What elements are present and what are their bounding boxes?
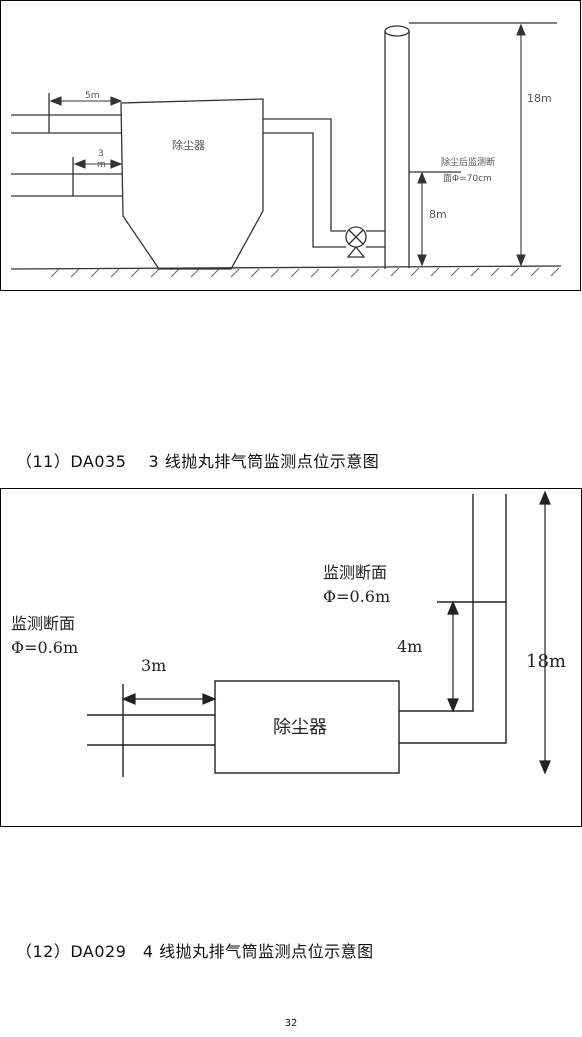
dust-collector-body: [120, 98, 264, 270]
inlet-dim-label: 3m: [141, 656, 166, 675]
outlet-duct-outer: [263, 118, 346, 232]
ground-line: [10, 265, 562, 270]
dust-collector-label: 除尘器: [273, 717, 327, 738]
lower-inlet-dim-num: 3: [98, 149, 104, 159]
diagram-da029-monitoring: 除尘器 监测断面 Φ=0.6m 监测断面 Φ=0.6m 3m 4m 18m: [0, 488, 582, 827]
section-label-line1: 除尘后监测断: [441, 156, 495, 168]
inlet-section-diameter: Φ=0.6m: [11, 638, 78, 657]
stack-inner-wall: [399, 494, 474, 712]
upper-inlet-dim-label: 5m: [85, 91, 100, 101]
inlet-section-label: 监测断面: [11, 614, 75, 633]
stack-height-label: 18m: [526, 651, 566, 672]
figure-caption-11: （11）DA035 3 线抛丸排气筒监测点位示意图: [16, 452, 380, 471]
outlet-section-diameter: Φ=0.6m: [323, 587, 390, 606]
stack-top: [384, 25, 410, 37]
stack-height-label: 18m: [527, 92, 552, 105]
outlet-section-label: 监测断面: [323, 563, 387, 582]
figure-caption-12: （12）DA029 4 线抛丸排气筒监测点位示意图: [16, 942, 374, 961]
page-number: 32: [284, 1018, 298, 1029]
ground-hatching: [50, 267, 560, 278]
lower-inlet-dim-unit: m: [97, 160, 106, 170]
outlet-duct-inner: [263, 132, 346, 248]
diagram-da035-monitoring: 除尘器 5m 3 m 18m 8m 除尘后监测断 面Φ=70cm: [0, 0, 581, 291]
fan-base: [346, 245, 366, 258]
diagram-2-drawing: 除尘器 监测断面 Φ=0.6m 监测断面 Φ=0.6m 3m 4m 18m: [11, 490, 566, 777]
section-height-label: 8m: [429, 208, 447, 221]
dust-collector-label: 除尘器: [172, 138, 205, 152]
dust-collector-box: [214, 680, 400, 774]
section-label-line2: 面Φ=70cm: [443, 173, 492, 184]
diagram-1-drawing: 除尘器 5m 3 m 18m 8m 除尘后监测断 面Φ=70cm: [10, 22, 562, 278]
outlet-dim-label: 4m: [397, 637, 422, 656]
stack-outer-wall: [399, 494, 507, 744]
